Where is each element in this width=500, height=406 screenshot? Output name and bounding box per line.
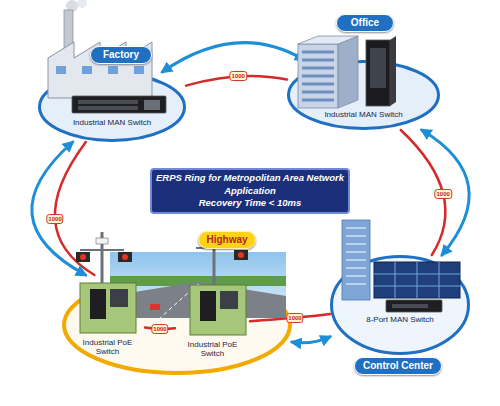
pole-arm xyxy=(80,249,124,251)
site-platform: 8-Port MAN SwitchControl Center xyxy=(330,255,470,355)
site-platform: HighwayIndustrial PoE SwitchIndustrial P… xyxy=(62,275,292,375)
site-tag: Office xyxy=(336,14,394,32)
sign-light xyxy=(122,254,128,260)
sign-box xyxy=(76,252,90,262)
device-node: Industrial PoE Switch xyxy=(175,282,250,365)
title-banner: ERPS Ring for Metropolitan Area Network … xyxy=(150,168,350,214)
site-tag: Highway xyxy=(198,231,256,249)
redundancy-arrow xyxy=(292,337,330,343)
ellipse-outline xyxy=(38,72,186,142)
ring-link xyxy=(55,142,94,275)
sign-light xyxy=(238,252,244,258)
ellipse-outline xyxy=(330,255,470,355)
recovery-note: Recovery Time < 10ms xyxy=(199,197,302,209)
diagram-title: ERPS Ring for Metropolitan Area Network … xyxy=(152,172,348,197)
camera xyxy=(96,238,108,244)
device-label: 8-Port MAN Switch xyxy=(350,315,450,324)
platform-ellipse xyxy=(64,277,290,373)
platform-ellipse xyxy=(289,62,439,129)
redundancy-arrow xyxy=(162,43,304,72)
redundancy-arrow xyxy=(32,142,86,275)
speed-label: 1000 xyxy=(286,313,303,323)
site-tag: Control Center xyxy=(354,357,442,375)
sign-light xyxy=(80,254,86,260)
redundancy-arrow xyxy=(422,130,469,255)
device-label: Industrial MAN Switch xyxy=(297,110,430,119)
speed-label: 1000 xyxy=(46,214,63,224)
sign-box xyxy=(118,252,132,262)
speed-label: 1000 xyxy=(434,189,451,199)
ellipse-outline xyxy=(62,275,292,375)
site-platform: FactoryIndustrial MAN Switch xyxy=(38,72,186,142)
device-label: Industrial MAN Switch xyxy=(48,118,176,127)
smoke xyxy=(77,0,87,8)
pole xyxy=(101,232,104,290)
sign-box xyxy=(234,250,248,260)
window xyxy=(56,66,66,74)
device-label: Industrial PoE Switch xyxy=(175,340,250,358)
ellipse-outline xyxy=(287,60,440,130)
platform-ellipse xyxy=(40,74,185,141)
smokestack xyxy=(64,10,73,58)
window xyxy=(82,66,92,74)
building-roof xyxy=(298,36,358,44)
device-label: Industrial PoE Switch xyxy=(70,338,145,356)
window xyxy=(134,66,144,74)
site-platform: OfficeIndustrial MAN Switch xyxy=(287,60,440,130)
platform-ellipse xyxy=(332,257,469,354)
speed-label: 1000 xyxy=(151,324,168,334)
site-tag: Factory xyxy=(90,46,152,64)
speed-label: 1000 xyxy=(230,71,247,81)
device-node: Industrial PoE Switch xyxy=(70,280,145,363)
smoke xyxy=(66,0,78,12)
